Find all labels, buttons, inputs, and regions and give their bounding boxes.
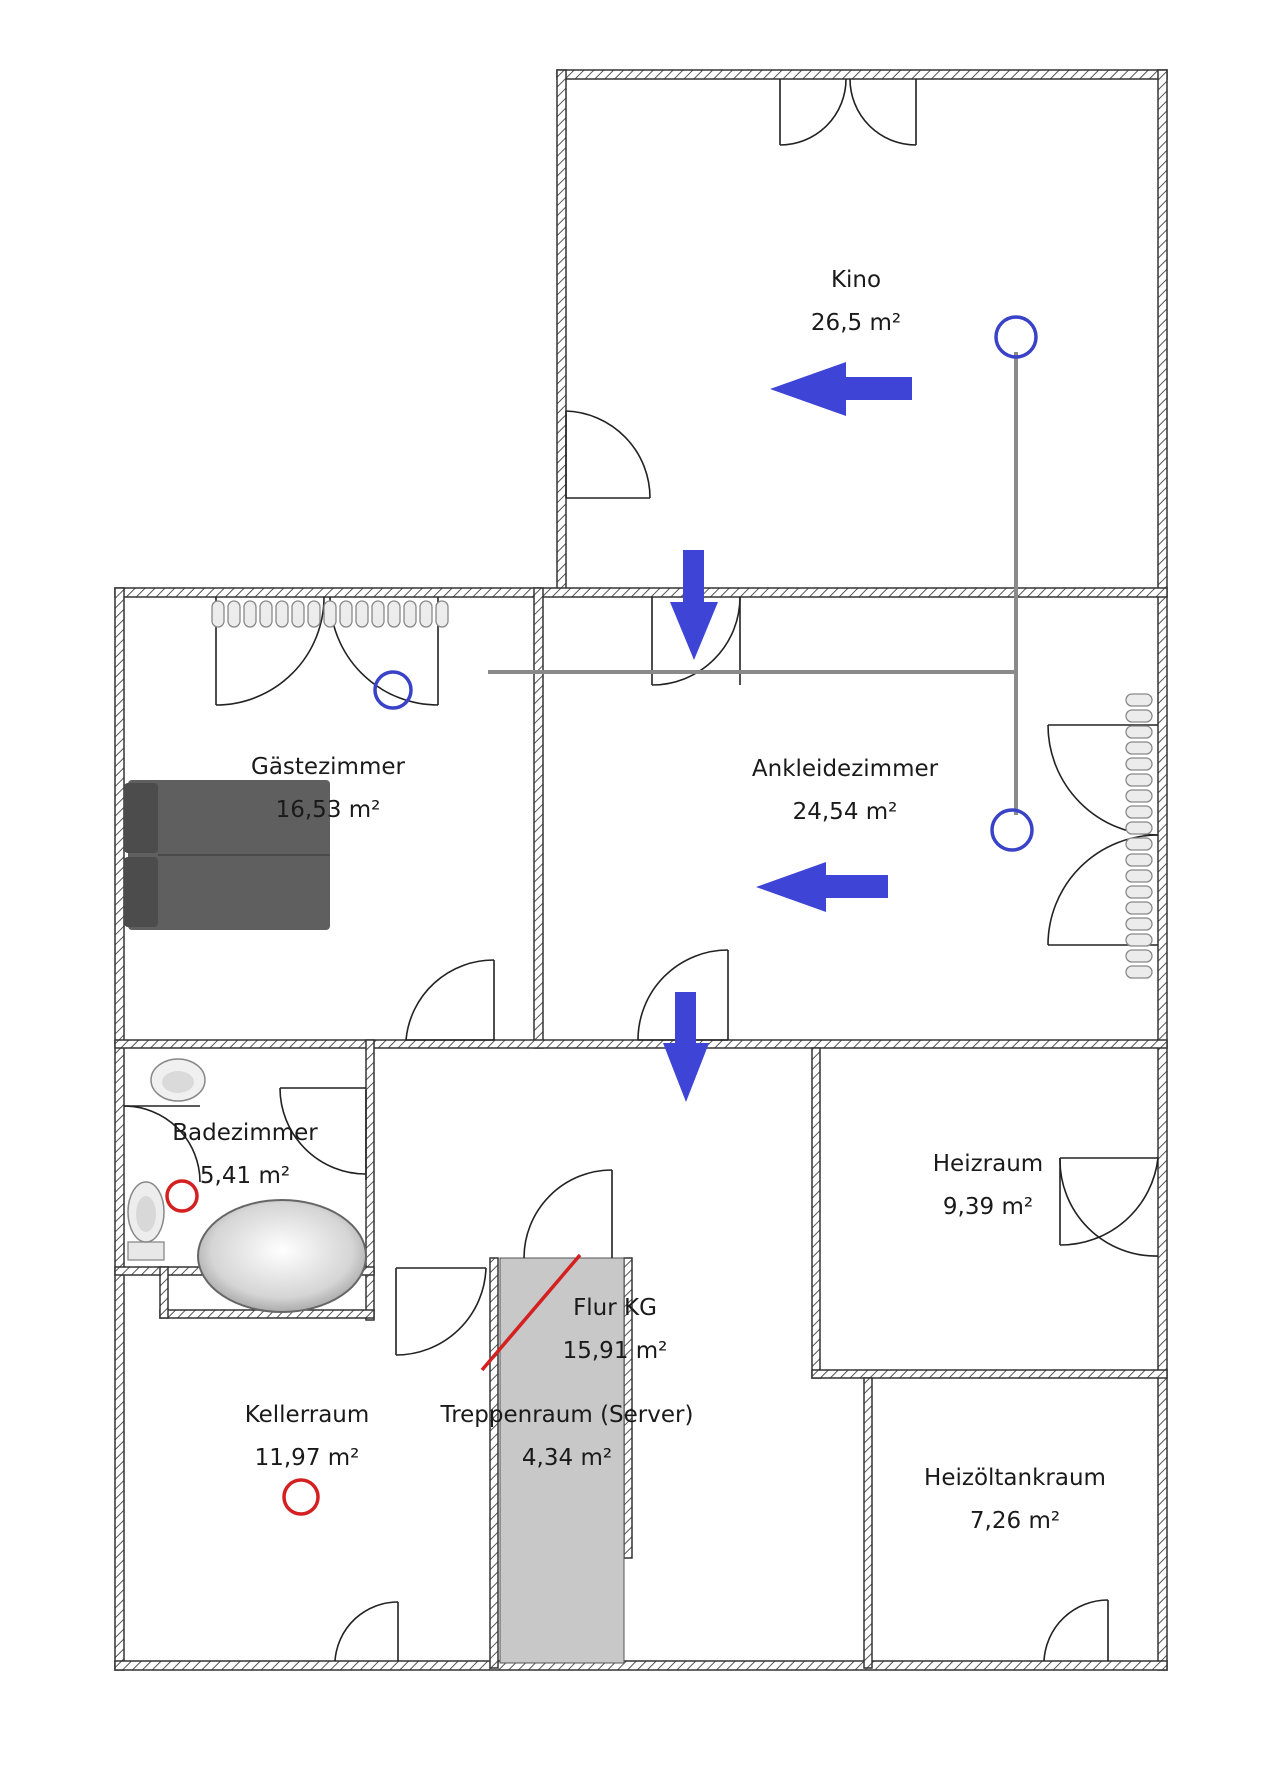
- room-name-treppenraum: Treppenraum (Server): [440, 1402, 694, 1428]
- arrow-down-icon: [670, 550, 718, 660]
- arrow-down-icon: [663, 992, 709, 1102]
- wardrobe-gaeste: [211, 600, 449, 628]
- room-name-heizoeltankraum: Heizöltankraum: [924, 1465, 1106, 1491]
- bed: [124, 780, 330, 930]
- blue-marker-kino: [994, 315, 1038, 359]
- room-area-badezimmer: 5,41 m²: [200, 1163, 290, 1189]
- door-kino-left: [565, 410, 651, 499]
- door-bad: [279, 1087, 367, 1180]
- door-heizoeltank: [1043, 1599, 1109, 1662]
- walls: [114, 69, 1168, 1671]
- room-name-flur: Flur KG: [573, 1295, 657, 1321]
- toilet: [127, 1181, 165, 1261]
- pipes: [488, 352, 1018, 815]
- room-name-kino: Kino: [831, 267, 881, 293]
- room-area-flur: 15,91 m²: [563, 1338, 668, 1364]
- room-name-ankleidezimmer: Ankleidezimmer: [752, 756, 939, 782]
- room-area-heizraum: 9,39 m²: [943, 1194, 1033, 1220]
- flow-arrows: [663, 362, 912, 1102]
- wardrobe-ankleide: [1125, 693, 1153, 979]
- room-name-heizraum: Heizraum: [933, 1151, 1043, 1177]
- door-flur-stair: [523, 1169, 613, 1259]
- room-area-kellerraum: 11,97 m²: [255, 1445, 360, 1471]
- room-area-ankleidezimmer: 24,54 m²: [793, 799, 898, 825]
- room-name-kellerraum: Kellerraum: [245, 1402, 370, 1428]
- sink: [150, 1058, 206, 1102]
- arrow-left-icon: [756, 862, 888, 912]
- blue-marker-gaeste: [373, 670, 413, 710]
- door-kino-top: [779, 78, 917, 146]
- bathtub: [197, 1199, 367, 1313]
- door-bad-inner: [123, 1105, 201, 1183]
- room-area-treppenraum: 4,34 m²: [522, 1445, 612, 1471]
- red-marker-bad: [165, 1179, 199, 1213]
- door-keller-bottom: [334, 1601, 399, 1662]
- red-marker-keller: [282, 1478, 320, 1516]
- door-heizraum: [1059, 1157, 1159, 1257]
- blue-marker-ankleide: [990, 808, 1034, 852]
- room-labels: Kino 26,5 m² Ankleidezimmer 24,54 m² Gäs…: [172, 267, 1106, 1534]
- arrow-left-icon: [770, 362, 912, 416]
- room-area-heizoeltankraum: 7,26 m²: [970, 1508, 1060, 1534]
- red-line-stair: [480, 1253, 582, 1372]
- markers: [165, 315, 1038, 1516]
- room-name-gaestezimmer: Gästezimmer: [251, 754, 405, 780]
- room-area-kino: 26,5 m²: [811, 310, 901, 336]
- room-name-badezimmer: Badezimmer: [172, 1120, 318, 1146]
- door-gaeste-lower: [405, 959, 495, 1041]
- room-area-gaestezimmer: 16,53 m²: [276, 797, 381, 823]
- door-keller-flur: [395, 1267, 487, 1356]
